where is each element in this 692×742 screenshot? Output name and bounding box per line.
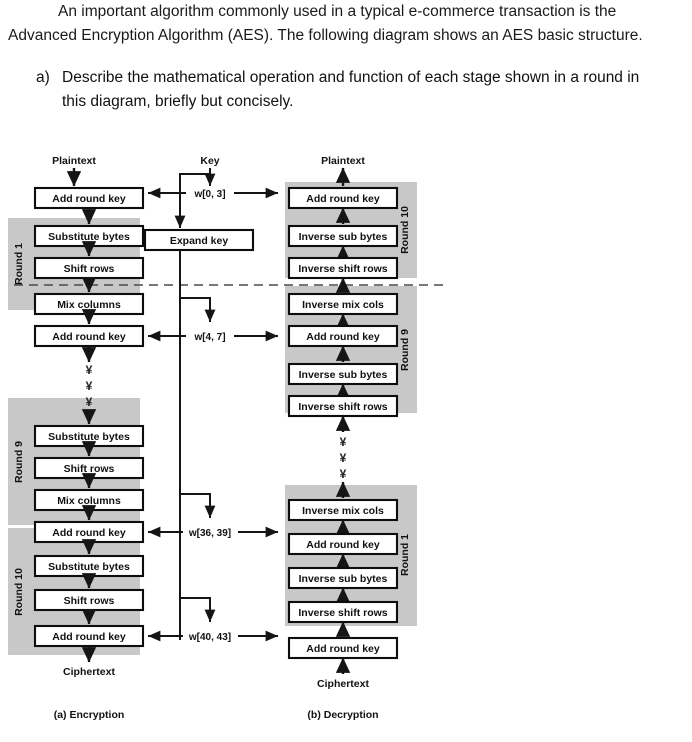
enc-box-label-9: Substitute bytes — [48, 561, 130, 573]
dec-box-label-7: Inverse mix cols — [302, 505, 384, 517]
question-item-a: a) Describe the mathematical operation a… — [0, 66, 692, 114]
enc-box-label-10: Shift rows — [64, 595, 115, 607]
enc-box-label-4: Add round key — [52, 331, 126, 343]
key-word-label-0: w[0, 3] — [193, 189, 225, 200]
enc-box-label-6: Shift rows — [64, 463, 115, 475]
dec-box-label-9: Inverse sub bytes — [299, 573, 388, 585]
dec-box-label-0: Add round key — [306, 193, 380, 205]
enc-box-label-7: Mix columns — [57, 495, 121, 507]
question-item-marker: a) — [36, 69, 50, 86]
enc-box-label-5: Substitute bytes — [48, 431, 130, 443]
enc-box-label-0: Add round key — [52, 193, 126, 205]
enc-ellipsis-1: ¥ — [86, 363, 93, 377]
key-word-label-2: w[36, 39] — [188, 528, 231, 539]
dec-box-label-6: Inverse shift rows — [298, 401, 387, 413]
dec-box-label-10: Inverse shift rows — [298, 607, 387, 619]
enc-box-label-11: Add round key — [52, 631, 126, 643]
enc-round1-label: Round 1 — [13, 243, 25, 285]
enc-ellipsis-2: ¥ — [86, 379, 93, 393]
key-word2-tap — [180, 493, 216, 519]
dec-ellipsis-1: ¥ — [340, 435, 347, 449]
enc-box-label-8: Add round key — [52, 527, 126, 539]
aes-structure-diagram: Plaintext Add round key Substitute bytes… — [0, 150, 692, 742]
key-input-label: Key — [200, 155, 219, 167]
enc-input-label: Plaintext — [52, 155, 96, 167]
question-block: An important algorithm commonly used in … — [0, 0, 692, 114]
question-item-text: Describe the mathematical operation and … — [62, 69, 640, 110]
dec-round1-label: Round 1 — [399, 534, 411, 576]
dec-round10-label: Round 10 — [399, 206, 411, 254]
dec-ellipsis-3: ¥ — [340, 467, 347, 481]
dec-box-label-2: Inverse shift rows — [298, 263, 387, 275]
dec-box-label-4: Add round key — [306, 331, 380, 343]
enc-caption: (a) Encryption — [54, 709, 125, 721]
dec-ellipsis-2: ¥ — [340, 451, 347, 465]
enc-box-label-3: Mix columns — [57, 299, 121, 311]
dec-caption: (b) Decryption — [307, 709, 378, 721]
enc-box-label-1: Substitute bytes — [48, 231, 130, 243]
key-word-label-1: w[4, 7] — [193, 332, 225, 343]
key-trunk-branch — [174, 173, 210, 229]
key-word-label-3: w[40, 43] — [188, 632, 231, 643]
enc-ellipsis-3: ¥ — [86, 395, 93, 409]
dec-box-label-1: Inverse sub bytes — [299, 231, 388, 243]
key-expand-key-box — [143, 228, 255, 252]
key-expand-key-label: Expand key — [170, 235, 229, 247]
key-word1-tap — [180, 297, 216, 323]
enc-round10-label: Round 10 — [13, 568, 25, 616]
enc-output-label: Ciphertext — [63, 666, 115, 678]
dec-box-label-8: Add round key — [306, 539, 380, 551]
dec-box-label-3: Inverse mix cols — [302, 299, 384, 311]
dec-box-label-11: Add round key — [306, 643, 380, 655]
question-paragraph-text: An important algorithm commonly used in … — [8, 3, 643, 44]
dec-output-label: Plaintext — [321, 155, 365, 167]
enc-box-label-2: Shift rows — [64, 263, 115, 275]
dec-box-label-5: Inverse sub bytes — [299, 369, 388, 381]
enc-round9-label: Round 9 — [13, 441, 25, 483]
key-word3-tap — [180, 597, 216, 623]
dec-input-label: Ciphertext — [317, 678, 369, 690]
question-paragraph: An important algorithm commonly used in … — [0, 0, 692, 48]
dec-round9-label: Round 9 — [399, 329, 411, 371]
